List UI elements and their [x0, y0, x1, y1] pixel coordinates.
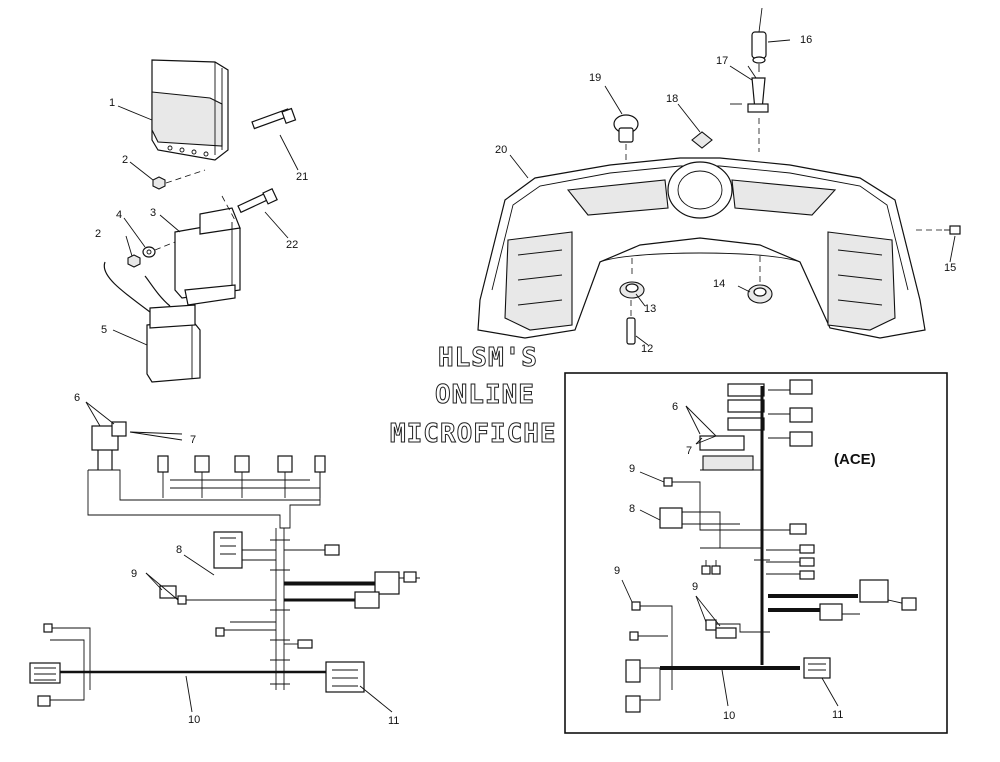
callout-21: 21 [296, 171, 308, 183]
callout-1: 1 [109, 97, 115, 109]
capacitor-module [103, 261, 201, 383]
ace-callout-11: 11 [832, 709, 843, 721]
callout-2-lower: 2 [95, 228, 101, 240]
ace-callout-7: 7 [686, 445, 692, 457]
ecu-bolt [251, 107, 297, 130]
ace-callout-9-left: 9 [614, 565, 620, 577]
switch-16 [751, 7, 767, 72]
dash-panel [477, 157, 926, 339]
grommet-14 [747, 256, 773, 304]
callout-12: 12 [641, 343, 653, 355]
watermark: HLSM'S ONLINE MICROFICHE [390, 343, 557, 450]
watermark-line-1: HLSM'S [438, 343, 538, 373]
ecu-module [151, 59, 229, 161]
ace-inset-frame [564, 372, 948, 734]
callout-9: 9 [131, 568, 137, 580]
callout-22: 22 [286, 239, 298, 251]
wiring-harness-standard [29, 421, 420, 707]
lever-17 [730, 77, 769, 152]
dash-callouts: 20 19 18 17 16 15 14 13 12 [495, 34, 956, 355]
watermark-line-3: MICROFICHE [390, 419, 557, 449]
clip-18 [691, 131, 713, 149]
ace-callout-9-top: 9 [629, 463, 635, 475]
wiring-harness-ace [625, 379, 917, 713]
callout-2-upper: 2 [122, 154, 128, 166]
pin-12 [626, 300, 636, 345]
watermark-line-2: ONLINE [435, 380, 535, 410]
regulator-module [174, 207, 241, 306]
regulator-bolt [221, 187, 278, 223]
knob-19 [613, 114, 639, 162]
callout-20: 20 [495, 144, 507, 156]
callout-10: 10 [188, 714, 200, 726]
ace-callouts: (ACE) 6 7 9 8 9 9 10 11 [614, 401, 876, 722]
callout-13: 13 [644, 303, 656, 315]
callout-5: 5 [101, 324, 107, 336]
screw-15 [916, 225, 961, 235]
callout-4: 4 [116, 209, 122, 221]
ace-label: (ACE) [834, 451, 876, 468]
callout-8: 8 [176, 544, 182, 556]
bushing-13 [619, 258, 645, 299]
nut-upper [152, 169, 206, 190]
callout-16: 16 [800, 34, 812, 46]
callout-15: 15 [944, 262, 956, 274]
washer-and-nut [127, 241, 176, 268]
callout-14: 14 [713, 278, 725, 290]
ace-callout-6: 6 [672, 401, 678, 413]
callout-17: 17 [716, 55, 728, 67]
callout-11: 11 [388, 715, 399, 727]
callout-6: 6 [74, 392, 80, 404]
callout-7: 7 [190, 434, 196, 446]
ace-callout-9-mid: 9 [692, 581, 698, 593]
callout-19: 19 [589, 72, 601, 84]
ace-callout-8: 8 [629, 503, 635, 515]
callout-18: 18 [666, 93, 678, 105]
ace-callout-10: 10 [723, 710, 735, 722]
upper-left-callouts: 1 2 3 4 2 5 21 22 6 7 8 9 10 11 [74, 97, 399, 727]
callout-3: 3 [150, 207, 156, 219]
